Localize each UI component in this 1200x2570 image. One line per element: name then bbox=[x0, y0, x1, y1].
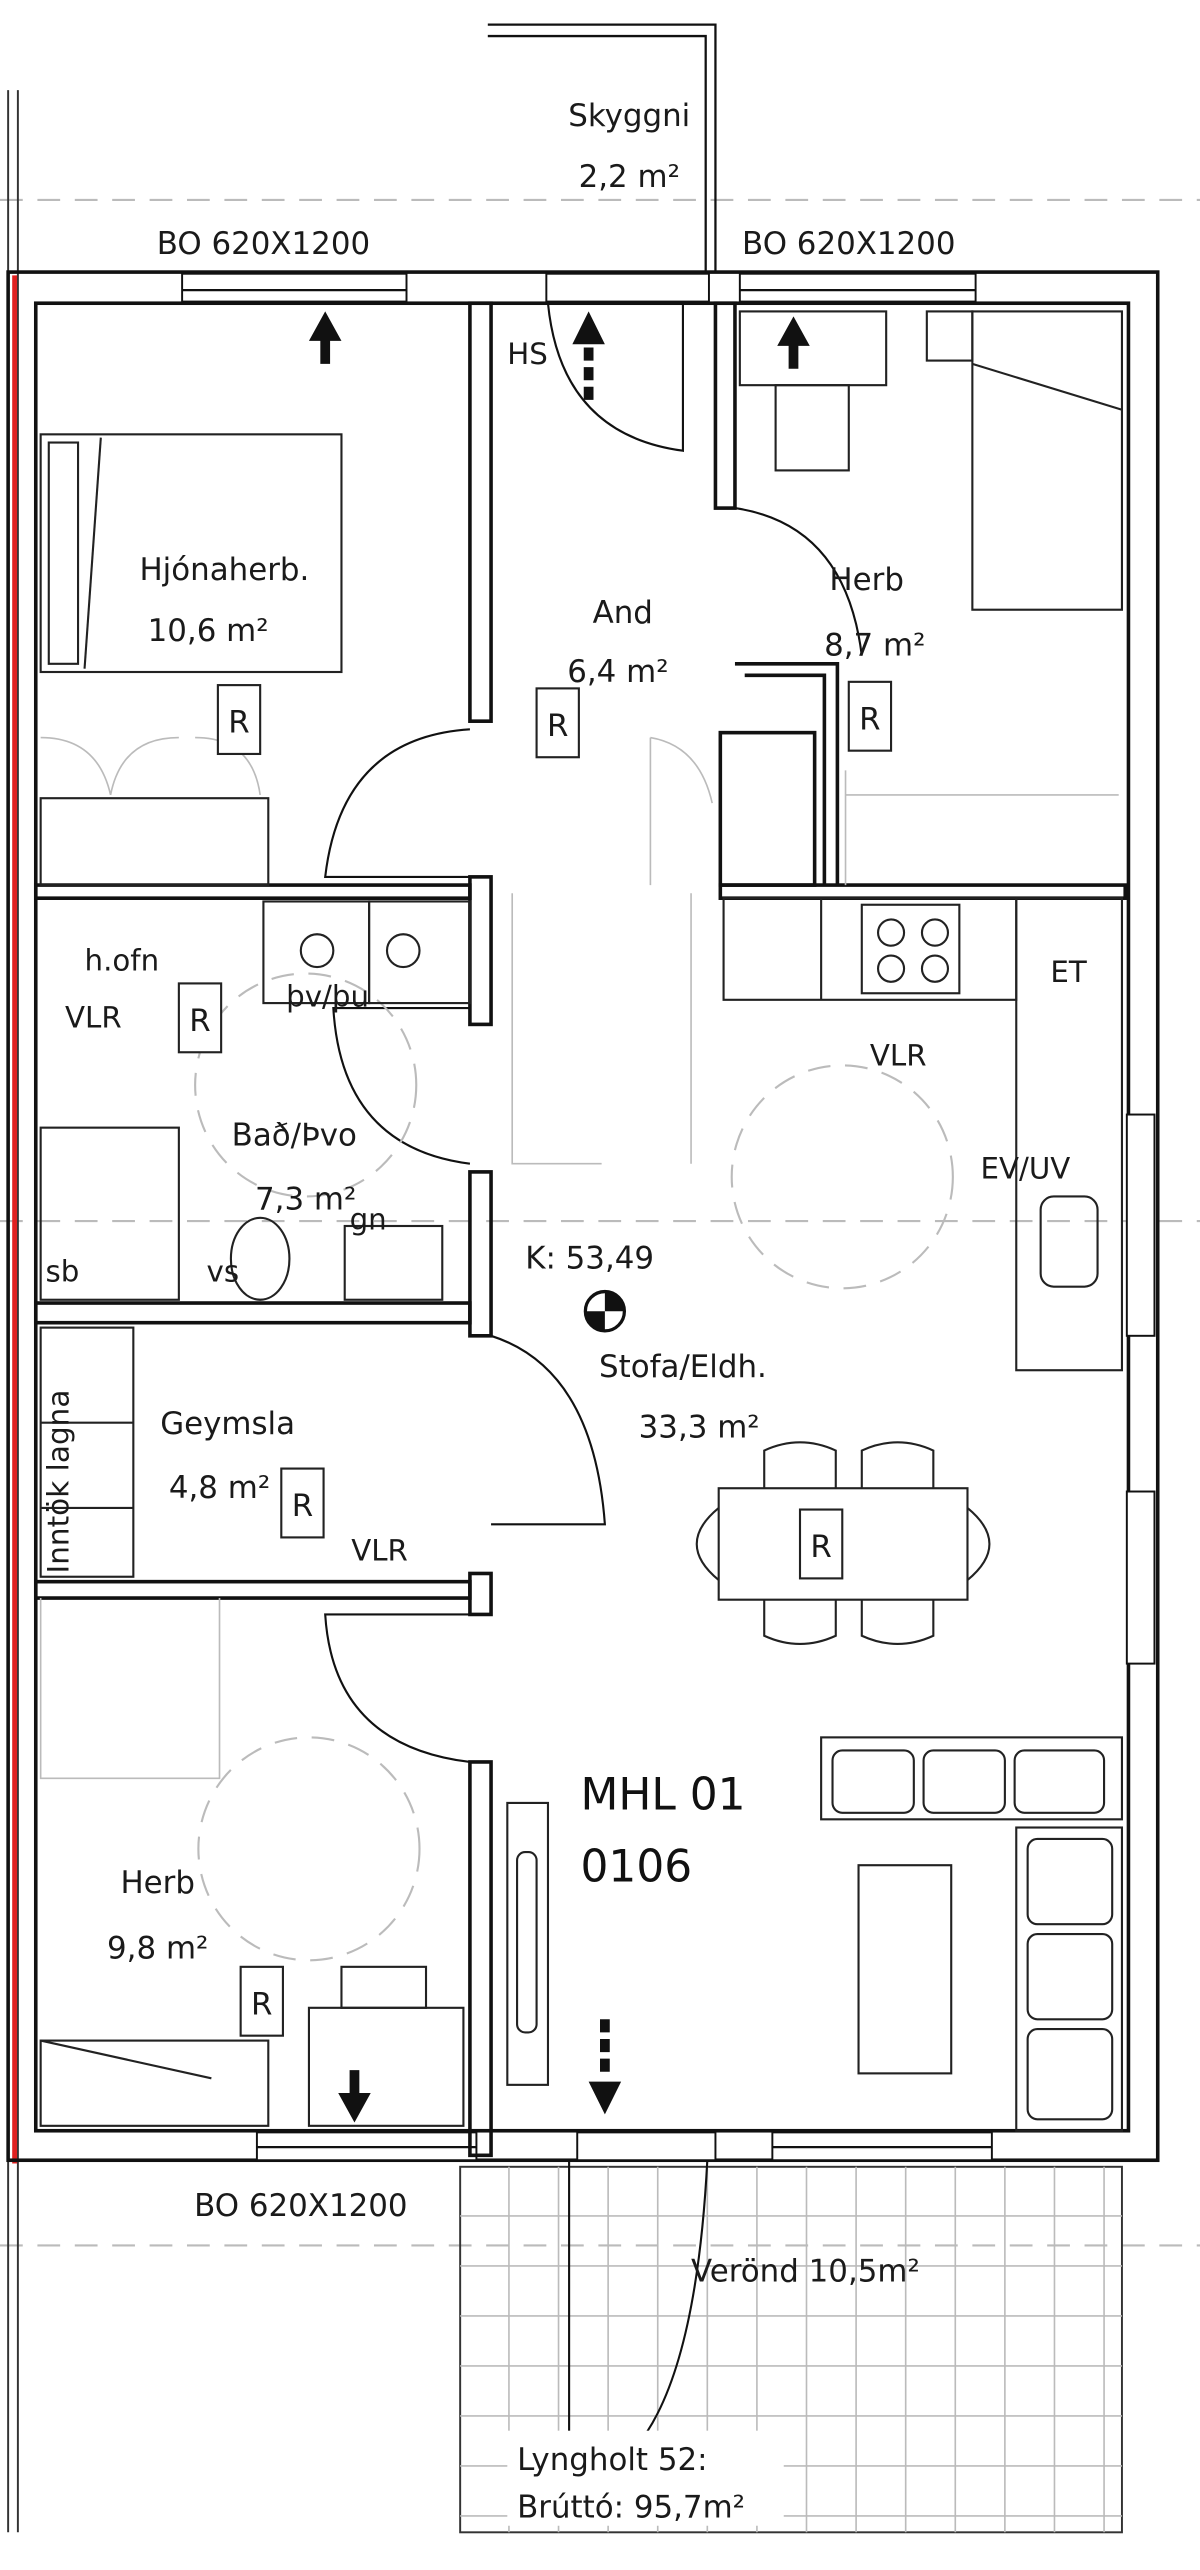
arrow-down-icon bbox=[588, 2019, 622, 2115]
r-label: R bbox=[251, 1986, 272, 2022]
storage-name: Geymsla bbox=[160, 1406, 295, 1442]
address-label: Lyngholt 52: bbox=[517, 2442, 707, 2478]
window-label: BO 620X1200 bbox=[194, 2188, 407, 2224]
bath-name: Bað/Þvo bbox=[232, 1118, 357, 1154]
r-label: R bbox=[228, 705, 249, 741]
kitchen-counter-side bbox=[1015, 897, 1124, 1372]
hofn-label: h.ofn bbox=[85, 943, 160, 977]
living-name: Stofa/Eldh. bbox=[599, 1349, 767, 1385]
canopy-name: Skyggni bbox=[568, 98, 690, 134]
wardrobe bbox=[39, 797, 270, 887]
vlr-label: VLR bbox=[65, 1001, 122, 1035]
dryer bbox=[368, 900, 471, 1005]
elevation-label: K: 53,49 bbox=[525, 1240, 654, 1276]
bathtub bbox=[39, 1126, 180, 1301]
r-label: R bbox=[189, 1003, 210, 1039]
single-bed bbox=[971, 310, 1124, 611]
living-area: 33,3 m² bbox=[639, 1409, 760, 1445]
kitchen-counter bbox=[722, 897, 1018, 1001]
reference-lines bbox=[0, 198, 1200, 2247]
entry-arrows bbox=[308, 311, 810, 2123]
washer-dryer-label: þv/þu bbox=[286, 979, 369, 1013]
desk-sw bbox=[307, 2006, 465, 2127]
window-label: BO 620X1200 bbox=[742, 226, 955, 262]
bed-ne-area: 8,7 m² bbox=[824, 628, 925, 664]
window-label: BO 620X1200 bbox=[157, 226, 370, 262]
furniture bbox=[39, 310, 1124, 2132]
sofa bbox=[820, 1736, 1124, 1821]
master-area: 10,6 m² bbox=[148, 613, 269, 649]
ev-uv-label: EV/UV bbox=[980, 1151, 1070, 1185]
r-label: R bbox=[547, 708, 568, 744]
coffee-table bbox=[857, 1864, 953, 2075]
bed-ne-name: Herb bbox=[829, 562, 904, 598]
canopy-area: 2,2 m² bbox=[579, 159, 680, 195]
hall-area: 6,4 m² bbox=[567, 654, 668, 690]
et-label: ET bbox=[1050, 955, 1087, 989]
kitchen-sink bbox=[1039, 1195, 1099, 1288]
vs-label: vs bbox=[207, 1255, 240, 1289]
master-name: Hjónaherb. bbox=[139, 552, 309, 588]
r-label: R bbox=[810, 1529, 831, 1565]
porch-label: Verönd 10,5m² bbox=[691, 2253, 920, 2289]
toilet bbox=[229, 1216, 291, 1301]
vlr-label: VLR bbox=[351, 1533, 408, 1567]
unit-number: 0106 bbox=[580, 1841, 692, 1892]
dining-table bbox=[717, 1487, 969, 1601]
hall-name: And bbox=[593, 595, 653, 631]
desk bbox=[738, 310, 888, 387]
bed-sw bbox=[39, 2039, 270, 2127]
double-bed bbox=[39, 433, 343, 674]
inntok-label: Inntök lagna bbox=[41, 1390, 75, 1574]
stove bbox=[860, 903, 961, 995]
gross-area-label: Brúttó: 95,7m² bbox=[517, 2489, 745, 2525]
sink bbox=[343, 1224, 444, 1301]
bed-sw-name: Herb bbox=[120, 1865, 195, 1901]
clearance-circles bbox=[39, 736, 1119, 1962]
gn-label: gn bbox=[350, 1202, 387, 1236]
room-labels: Skyggni 2,2 m² BO 620X1200 BO 620X1200 B… bbox=[41, 98, 1088, 2526]
hs-label: HS bbox=[507, 337, 548, 371]
arrow-down-icon bbox=[338, 2070, 371, 2123]
arrow-up-icon bbox=[308, 311, 342, 364]
vlr-label: VLR bbox=[870, 1038, 927, 1072]
windows bbox=[181, 272, 1156, 2162]
arrow-up-icon bbox=[572, 311, 605, 400]
bed-sw-area: 9,8 m² bbox=[107, 1931, 208, 1967]
canopy-outline bbox=[487, 23, 717, 273]
tv-unit bbox=[506, 1801, 550, 2086]
bath-area: 7,3 m² bbox=[255, 1181, 356, 1217]
elevation-marker-icon bbox=[583, 1289, 627, 1333]
arrow-up-icon bbox=[777, 316, 810, 369]
shelving bbox=[39, 1326, 135, 1578]
r-label: R bbox=[292, 1488, 313, 1524]
radiator-markers: R R R R R R R bbox=[177, 680, 893, 2037]
storage-area: 4,8 m² bbox=[169, 1470, 270, 1506]
r-label: R bbox=[859, 701, 880, 737]
sb-label: sb bbox=[46, 1255, 80, 1289]
unit-id: MHL 01 bbox=[580, 1769, 745, 1820]
